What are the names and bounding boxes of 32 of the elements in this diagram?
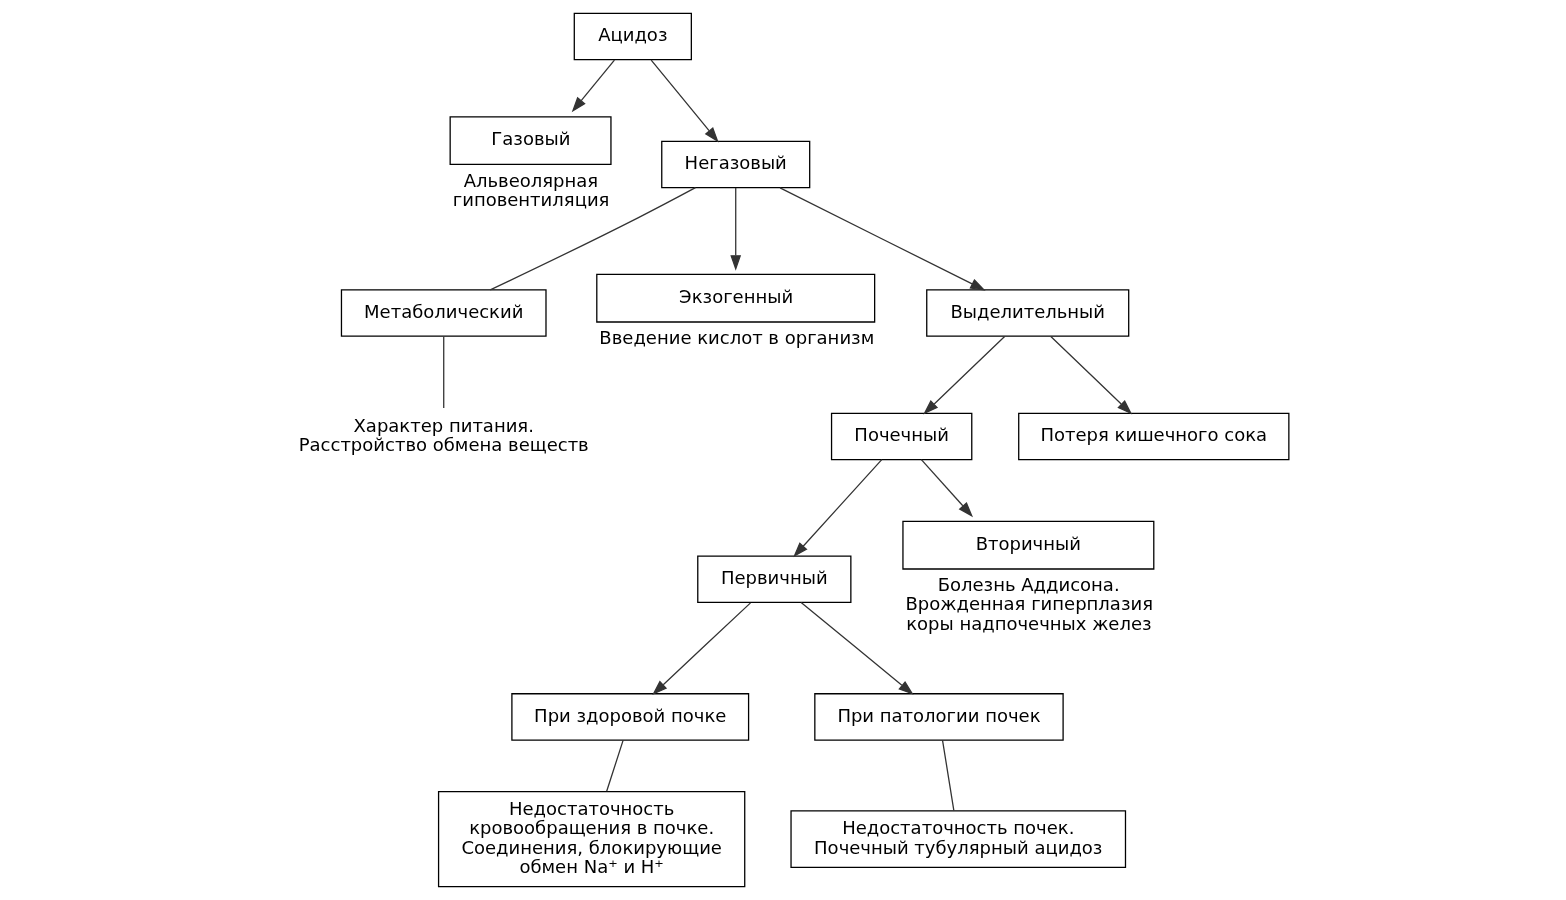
connector [941, 739, 955, 812]
node-box: Газовый [449, 116, 612, 166]
node-text: Характер питания. Расстройство обмена веществ [298, 414, 589, 455]
arrow [793, 459, 883, 558]
node-label: Введение кислот в организм [599, 327, 875, 349]
node-label: Альвеолярная гиповентиляция [452, 169, 610, 210]
node-box: Метаболический [340, 289, 547, 337]
node-box: Выделительный [926, 289, 1130, 337]
node-box: При здоровой почке [511, 693, 750, 741]
node-box: Вторичный [902, 520, 1155, 570]
arrow [652, 602, 752, 696]
arrow [920, 459, 973, 518]
node-box: Экзогенный [596, 273, 876, 323]
node-box: Почечный [830, 412, 973, 461]
node-box: Потеря кишечного сока [1018, 412, 1290, 461]
arrow [779, 187, 986, 291]
arrow [923, 335, 1006, 415]
arrow [650, 59, 719, 143]
node-label: Болезнь Аддисона. Врожденная гиперплазия коры надпочечных желез [905, 574, 1153, 634]
connector [443, 335, 445, 409]
arrow [571, 59, 616, 113]
node-box: Ацидоз [573, 12, 692, 61]
node-box: При патологии почек [814, 693, 1064, 741]
arrow [1050, 335, 1133, 415]
arrow [730, 187, 742, 271]
node-box: Негазовый [661, 140, 811, 189]
connector [606, 739, 624, 792]
arrow [800, 601, 914, 695]
node-box: Первичный [697, 555, 852, 604]
connector [489, 186, 697, 291]
node-box: Недостаточность кровообращения в почке. Соединения, блокирующие обмен Na⁺ и H⁺ [437, 790, 746, 888]
node-box: Недостаточность почек. Почечный тубулярный ацидоз [790, 810, 1127, 869]
